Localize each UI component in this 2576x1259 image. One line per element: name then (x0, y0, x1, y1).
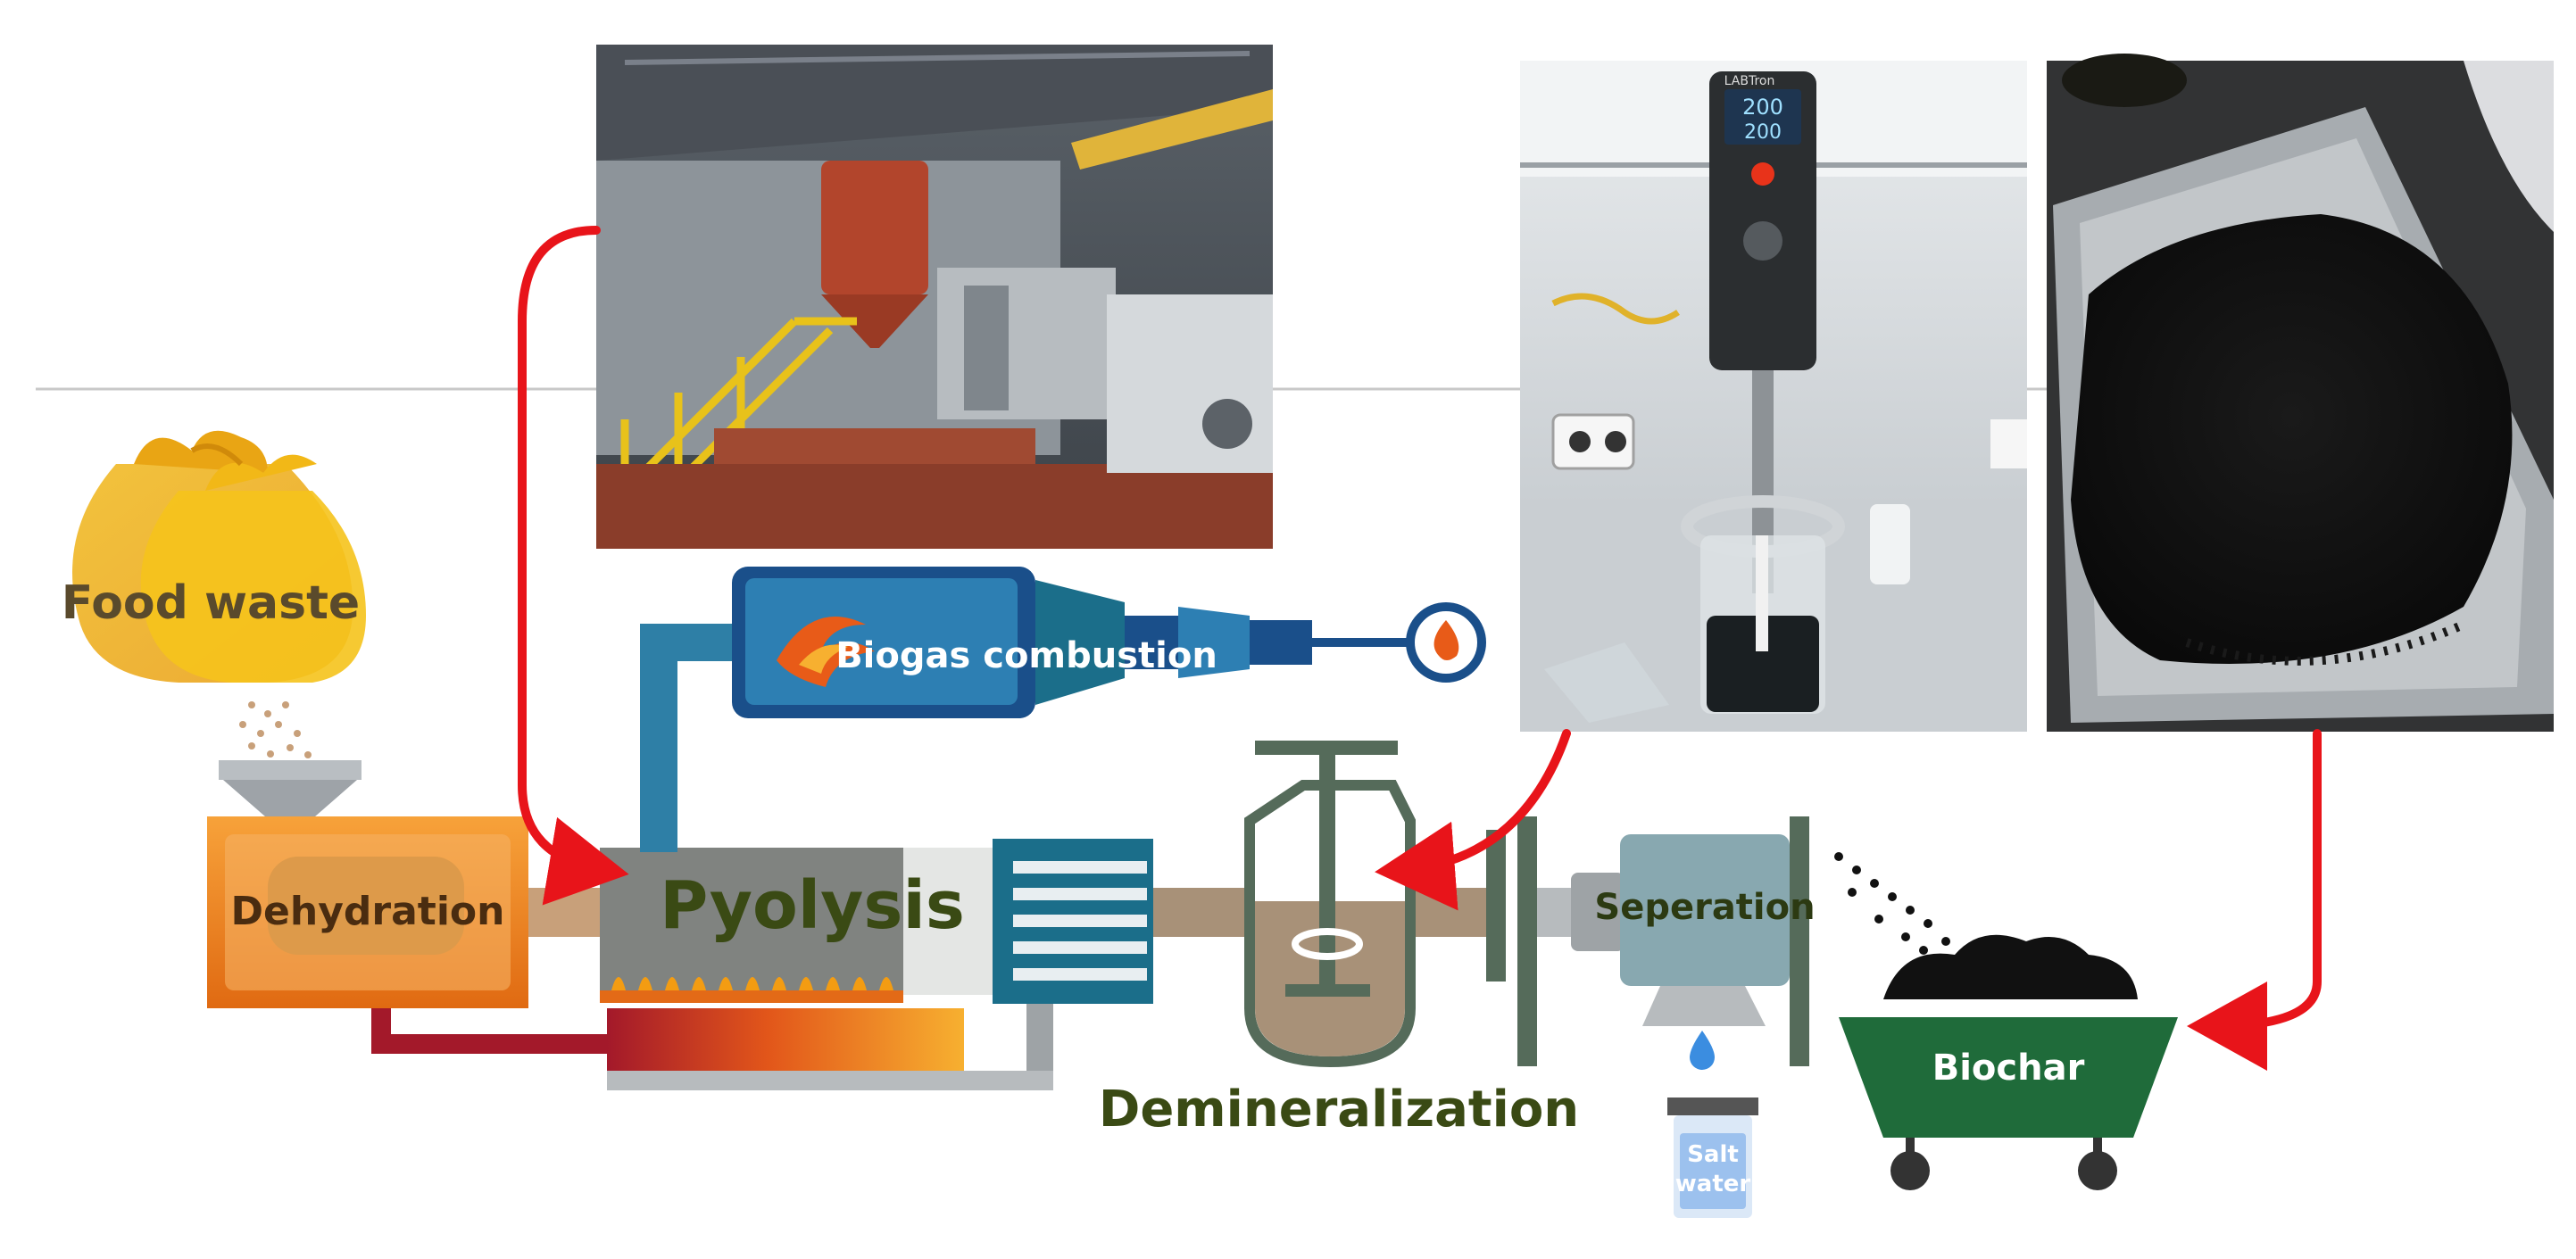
stirrer-photo: 200 200 LABTron (1520, 61, 2027, 732)
stirrer-display-bottom: 200 (1744, 121, 1782, 144)
pyrolysis-reactor (600, 839, 1153, 1090)
connector-pipe (528, 888, 600, 937)
stirrer-display-top: 200 (1742, 95, 1783, 120)
arrow-tray-to-cart (2187, 729, 2322, 1071)
flow-arrows (518, 226, 2322, 1071)
water-label: water (1675, 1171, 1751, 1197)
biochar-label: Biochar (1932, 1048, 2085, 1089)
heat-return-line (371, 1008, 607, 1054)
dehydration-label: Dehydration (231, 889, 505, 934)
biogas-combustion-unit (640, 567, 1486, 852)
biochar-cart-icon (1839, 934, 2178, 1190)
demineralization-label: Demineralization (1099, 1081, 1579, 1139)
food-waste-bag-icon (72, 430, 366, 683)
stirrer-brand: LABTron (1724, 74, 1775, 88)
pyrolysis-label: Pyolysis (660, 867, 965, 944)
biogas-label: Biogas combustion (835, 635, 1217, 676)
pilot-plant-photo (596, 45, 1273, 549)
arrow-stirrer-to-tank (1375, 729, 1571, 911)
biochar-tray-photo (2047, 54, 2554, 732)
separation-unit (1537, 816, 1809, 1070)
demineralization-tank (1244, 741, 1537, 1068)
salt-label: Salt (1687, 1141, 1739, 1168)
food-particles (239, 701, 312, 758)
separation-label: Seperation (1594, 887, 1815, 928)
food-waste-label: Food waste (62, 576, 360, 630)
dehydration-unit (207, 816, 528, 1008)
arrow-plant-to-pyrolysis (518, 226, 629, 906)
salt-water-container (1667, 1097, 1758, 1218)
biochar-particles (1834, 852, 1950, 955)
